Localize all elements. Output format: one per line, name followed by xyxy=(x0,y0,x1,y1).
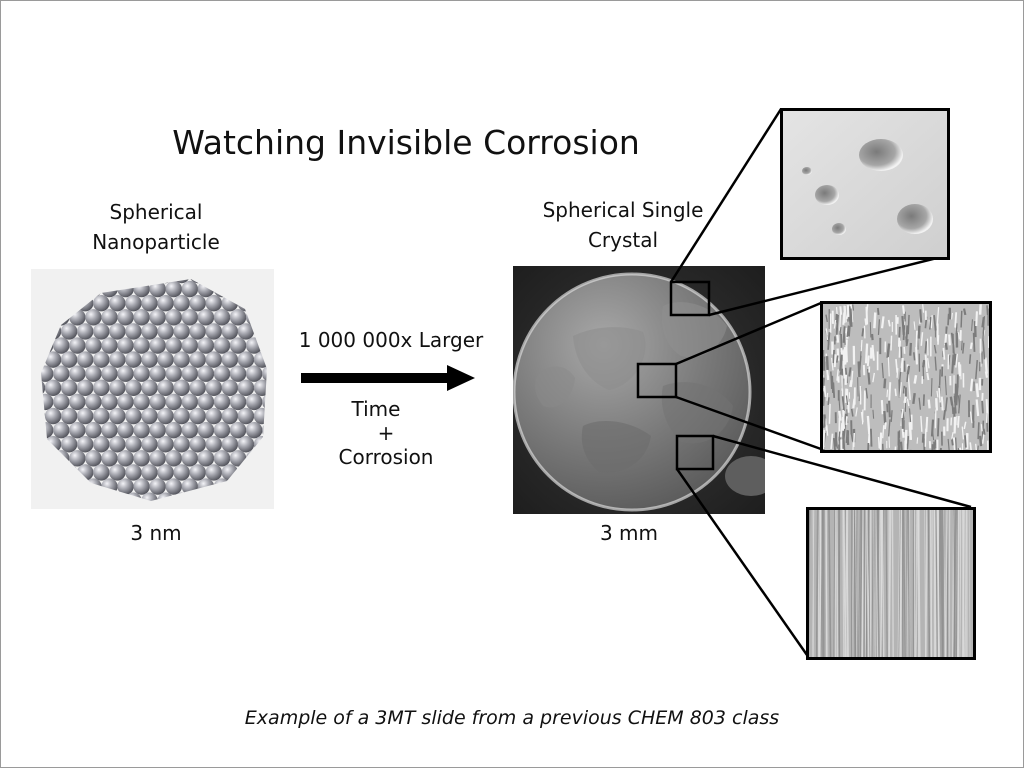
nanoparticle-label-line2: Nanoparticle xyxy=(92,230,220,254)
nanoparticle-label-line1: Spherical xyxy=(109,200,203,224)
crystal-sphere xyxy=(513,266,765,514)
crystal-label: Spherical Single Crystal xyxy=(523,195,723,255)
zoom-panel-rough xyxy=(820,301,992,453)
arrow-top-text: 1 000 000x Larger xyxy=(298,328,484,352)
crystal-label-line1: Spherical Single xyxy=(542,198,704,222)
nanoparticle-scale: 3 nm xyxy=(130,521,182,545)
arrow-time-label: Time xyxy=(351,397,401,421)
arrow xyxy=(299,363,479,393)
zoom-panel-pits xyxy=(780,108,950,260)
crystal-scale: 3 mm xyxy=(599,521,659,545)
arrow-plus-label: + xyxy=(377,421,395,445)
zoom-box-top xyxy=(669,280,711,317)
pits-texture xyxy=(783,111,947,257)
arrow-corrosion-label: Corrosion xyxy=(338,445,434,469)
zoom-panel-streaks xyxy=(806,507,976,660)
nanoparticle-image xyxy=(31,269,274,509)
slide-caption: Example of a 3MT slide from a previous C… xyxy=(244,707,780,729)
slide-title: Watching Invisible Corrosion xyxy=(172,123,640,162)
right-arrow-icon xyxy=(301,365,475,391)
nanoparticle-label: Spherical Nanoparticle xyxy=(61,197,251,257)
streaks-texture xyxy=(809,510,973,657)
zoom-box-middle xyxy=(636,362,678,399)
crystal-label-line2: Crystal xyxy=(587,228,659,252)
arrow-bottom-text: Time + Corrosion xyxy=(301,397,471,469)
rough-texture xyxy=(823,304,989,450)
zoom-box-bottom xyxy=(675,434,715,471)
nanoparticle-cluster xyxy=(41,279,267,501)
